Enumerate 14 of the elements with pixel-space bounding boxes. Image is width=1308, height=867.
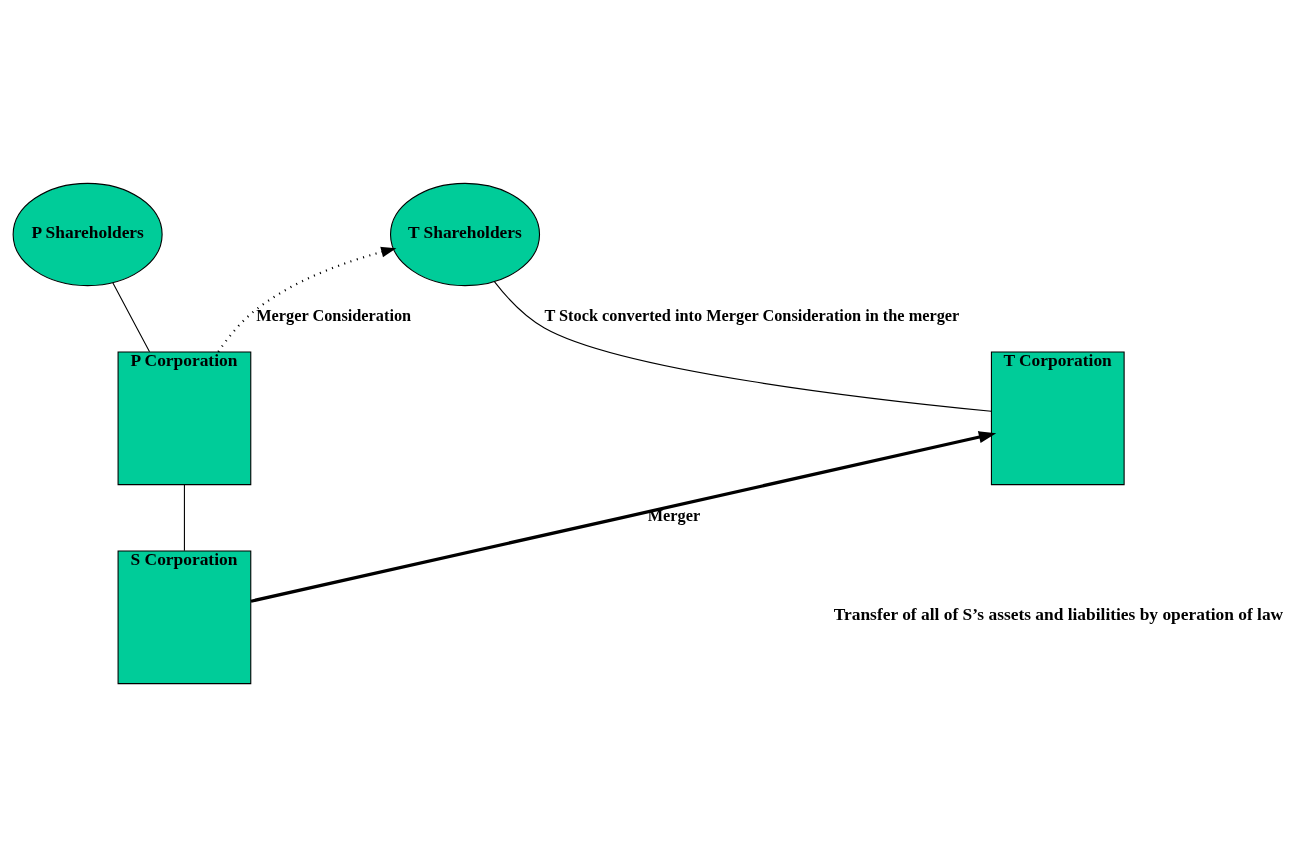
connector: [183, 484, 185, 552]
arrow: [217, 246, 397, 353]
edge-label: T Stock converted into Merger Consideration in the merger: [544, 306, 960, 326]
node-box: S Corporation: [117, 550, 252, 685]
node-box: P Corporation: [117, 351, 252, 486]
node-ellipse: T Shareholders: [390, 182, 541, 287]
label: Transfer of all of S’s assets and liabilities by operation of law: [833, 604, 1284, 625]
connector: [493, 281, 992, 412]
arrow: [250, 431, 997, 603]
node-ellipse: P Shareholders: [12, 182, 163, 287]
edge-label: Merger Consideration: [256, 306, 412, 326]
edge-label: Merger: [647, 505, 701, 525]
connector: [112, 282, 151, 353]
node-box: T Corporation: [990, 351, 1125, 486]
